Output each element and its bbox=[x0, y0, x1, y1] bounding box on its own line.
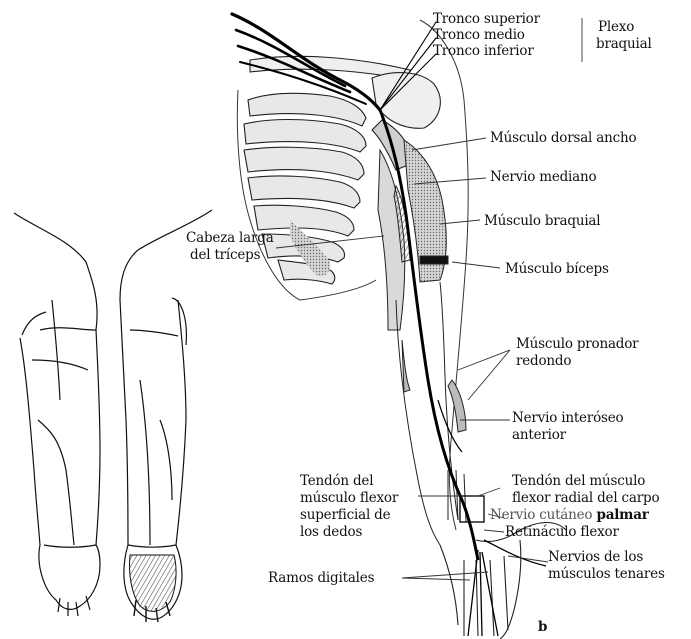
label-tronco-superior: Tronco superior bbox=[433, 12, 540, 27]
label-retinaculo-flexor: Retináculo flexor bbox=[505, 525, 619, 540]
label-nervio-cutaneo-palmar: Nervio cutáneo palmar bbox=[490, 508, 649, 523]
label-ramos-digitales: Ramos digitales bbox=[268, 571, 374, 586]
panel-label-b: b bbox=[538, 620, 547, 635]
label-tendon-del: Tendón del bbox=[300, 474, 373, 489]
label-braquial: braquial bbox=[596, 37, 652, 52]
label-tronco-medio: Tronco medio bbox=[433, 28, 525, 43]
label-superficial-de: superficial de bbox=[300, 508, 390, 523]
label-redondo: redondo bbox=[516, 354, 571, 369]
label-tronco-inferior: Tronco inferior bbox=[433, 44, 534, 59]
forearm bbox=[396, 282, 466, 545]
label-palmar: palmar bbox=[596, 507, 648, 523]
label-musculo-flexor: músculo flexor bbox=[300, 491, 398, 506]
label-musculo-biceps: Músculo bíceps bbox=[505, 262, 609, 277]
label-tendon-musculo: Tendón del músculo bbox=[512, 474, 645, 489]
label-anterior: anterior bbox=[512, 428, 566, 443]
left-arm-outline bbox=[14, 213, 100, 616]
label-musculo-braquial: Músculo braquial bbox=[484, 214, 600, 229]
upper-arm-muscles bbox=[378, 140, 448, 330]
label-musculos-tenares: músculos tenares bbox=[548, 567, 665, 582]
flexor-retinaculum bbox=[460, 496, 484, 522]
palm-dark-region bbox=[129, 555, 176, 611]
label-del-triceps: del tríceps bbox=[190, 248, 260, 263]
label-flexor-radial: flexor radial del carpo bbox=[512, 491, 659, 506]
label-cabeza-larga: Cabeza larga bbox=[186, 231, 274, 246]
label-nervio-mediano: Nervio mediano bbox=[490, 170, 596, 185]
label-nervio-interoseo: Nervio interóseo bbox=[512, 411, 623, 426]
label-nervios-de-los: Nervios de los bbox=[548, 550, 643, 565]
label-plexo: Plexo bbox=[598, 20, 634, 35]
label-pronador: Músculo pronador bbox=[516, 337, 638, 352]
label-nervio-cutaneo: Nervio cutáneo bbox=[490, 507, 592, 523]
label-dorsal-ancho: Músculo dorsal ancho bbox=[490, 131, 636, 146]
label-los-dedos: los dedos bbox=[300, 525, 362, 540]
